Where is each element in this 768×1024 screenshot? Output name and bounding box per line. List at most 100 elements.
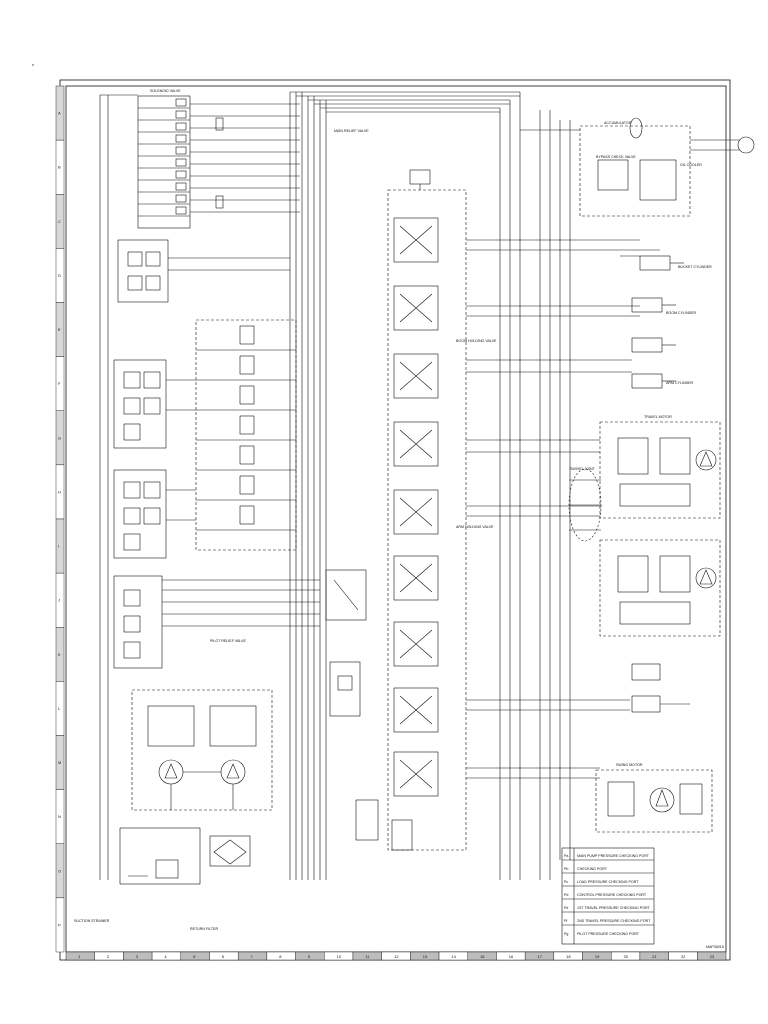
boom-cylinder-label: BOOM CYLINDER	[666, 311, 697, 315]
border-row-label: G	[58, 435, 61, 440]
pilot-relief-valve-label: PILOT RELIEF VALVE	[210, 639, 247, 643]
main-control-valve	[387, 169, 467, 851]
border-column-label: 12	[394, 954, 399, 959]
border-row-label: I	[58, 544, 59, 549]
border-row-label: C	[58, 219, 61, 224]
legend-code: Pa	[564, 854, 568, 858]
corner-mark: *	[32, 64, 34, 70]
border-column-label: 10	[337, 954, 342, 959]
legend-code: Pg	[564, 932, 568, 936]
border-row-label: K	[58, 652, 61, 657]
left-pilot-bus	[99, 94, 138, 880]
bucket-cylinder	[620, 255, 684, 271]
border-row-label: D	[58, 273, 61, 278]
border-row-cell	[55, 897, 65, 953]
border-column-label: 21	[652, 954, 657, 959]
remote-control-valves	[113, 239, 169, 669]
legend-description: CHECKING PORT	[577, 867, 608, 871]
border-column-label: 11	[365, 954, 370, 959]
border-row-label: L	[58, 706, 61, 711]
border-column-label: 8	[279, 954, 282, 959]
border-column-label: 1	[78, 954, 81, 959]
border-column-label: 17	[537, 954, 542, 959]
swivel-joint-label: SWIVEL JOINT	[570, 467, 596, 471]
legend-description: LOAD PRESSURE CHECKING PORT	[577, 880, 639, 884]
top-right-assembly	[520, 117, 755, 217]
legend-description: PILOT PRESSURE CHECKING PORT	[577, 932, 640, 936]
actuator-lines	[466, 110, 660, 880]
pilot-pressure-lines	[162, 579, 320, 627]
legend-code: Pc	[564, 880, 568, 884]
border-column-label: 3	[136, 954, 139, 959]
border-column-label: 6	[222, 954, 225, 959]
border-column-label: 2	[107, 954, 110, 959]
swing-motor	[595, 769, 713, 833]
swing-motor-label: SWING MOTOR	[616, 763, 643, 767]
border-column-label: 16	[509, 954, 514, 959]
right-auxiliary	[631, 663, 690, 713]
border-row-label: O	[58, 868, 61, 873]
bypass-check-valve-label: BYPASS CHECK VALVE	[596, 155, 636, 159]
arm-holding-valve-label: ARM HOLDING VALVE	[456, 525, 494, 529]
legend-code: Pf	[564, 919, 567, 923]
oil-cooler-label: OIL COOLER	[680, 163, 702, 167]
swivel-joint	[568, 468, 602, 542]
arm-cylinder	[631, 373, 676, 389]
border-row-label: B	[58, 165, 61, 170]
return-filter-label: RETURN FILTER	[190, 927, 218, 931]
shuttle-valve-block	[166, 257, 297, 551]
border-row-strip: A B C D E F G H I J K L M N O P	[55, 85, 65, 953]
solenoid-pilot-lines	[190, 103, 300, 213]
border-row-label: M	[58, 760, 61, 765]
border-column-cell	[697, 951, 727, 961]
arm-cylinder-label: ARM CYLINDER	[666, 381, 694, 385]
bucket-cylinder-label: BUCKET CYLINDER	[678, 265, 712, 269]
border-row-label: H	[58, 489, 61, 494]
drawing-code: MAP35015	[706, 945, 724, 949]
legend-description: 2ND TRAVEL PRESSURE CHECKING PORT	[577, 919, 651, 923]
border-column-label: 14	[451, 954, 456, 959]
legend-description: CONTROL PRESSURE CHECKING PORT	[577, 893, 647, 897]
port-legend-table	[561, 847, 655, 945]
travel-motor-lower	[599, 539, 721, 637]
boom-holding-valve-label: BOOM HOLDING VALVE	[456, 339, 497, 343]
border-column-label: 20	[624, 954, 629, 959]
border-column-label: 22	[681, 954, 686, 959]
border-column-label: 4	[164, 954, 167, 959]
main-relief-valve-label: MAIN RELIEF VALVE	[334, 129, 369, 133]
legend-code: Pe	[564, 906, 568, 910]
legend-description: MAIN PUMP PRESSURE CHECKING PORT	[577, 854, 650, 858]
port-legend-entries: Pa MAIN PUMP PRESSURE CHECKING PORT Pb CHEC…	[564, 854, 651, 936]
main-pipe-bundle	[289, 91, 521, 880]
border-row-label: N	[58, 814, 61, 819]
legend-code: Pb	[564, 867, 568, 871]
legend-description: 1ST TRAVEL PRESSURE CHECKING PORT	[577, 906, 650, 910]
border-column-label: 5	[193, 954, 196, 959]
border-column-label: 15	[480, 954, 485, 959]
border-column-label: 23	[710, 954, 715, 959]
border-row-label: A	[58, 111, 61, 116]
border-column-label: 13	[423, 954, 428, 959]
solenoid-valve-label: SOLENOID VALVE	[150, 89, 181, 93]
pump-unit	[131, 689, 273, 811]
border-row-label: P	[58, 922, 61, 927]
hydraulic-tank	[119, 827, 251, 885]
border-row-label: F	[58, 381, 61, 386]
center-auxiliary-valves	[325, 569, 413, 851]
border-column-label: 9	[308, 954, 311, 959]
border-column-label: 7	[251, 954, 254, 959]
legend-code: Pd	[564, 893, 568, 897]
border-column-label: 18	[566, 954, 571, 959]
accumulator-label: ACCUMULATOR	[604, 121, 632, 125]
solenoid-valve-block	[137, 95, 191, 229]
boom-cylinder	[631, 297, 676, 353]
border-row-label: E	[58, 327, 61, 332]
border-column-label: 19	[595, 954, 600, 959]
travel-motor-label: TRAVEL MOTOR	[644, 415, 672, 419]
schematic-body: SOLENOID VALVE	[74, 89, 755, 931]
travel-motor-upper	[599, 421, 721, 519]
suction-strainer-label: SUCTION STRAINER	[74, 919, 110, 923]
border-row-label: J	[58, 598, 60, 603]
